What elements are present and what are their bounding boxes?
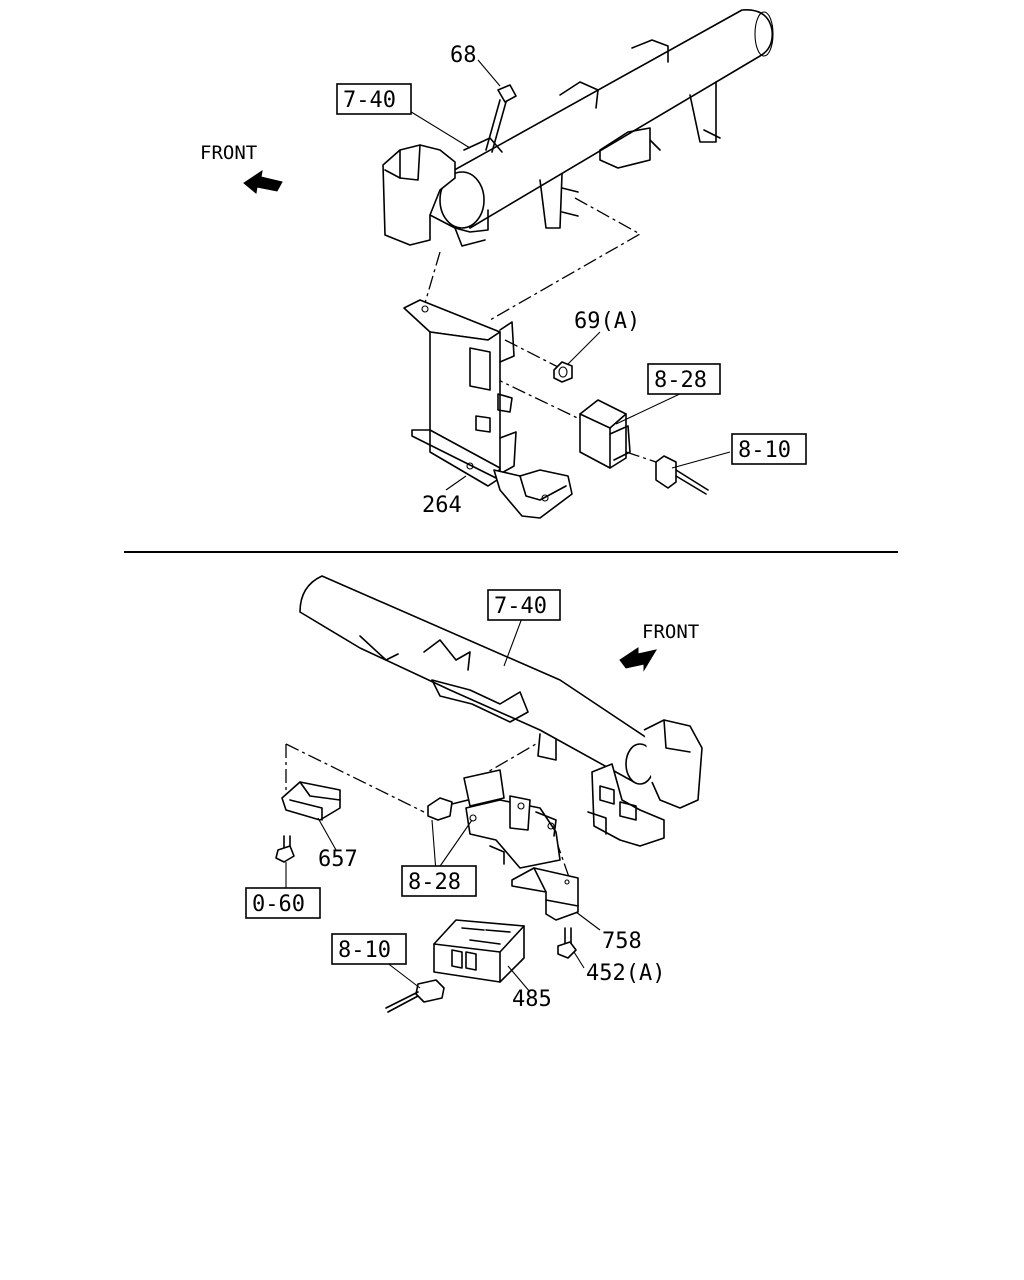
cross-member-tube-bottom xyxy=(299,575,655,785)
callout-7-40-bottom: 7-40 xyxy=(494,594,547,619)
callout-box-8-10-bottom xyxy=(331,933,407,965)
callout-7-40-top: 7-40 xyxy=(343,88,396,113)
relay-485 xyxy=(433,919,525,983)
callout-box-8-28-top xyxy=(647,363,721,395)
front-arrow-icon-top xyxy=(243,169,283,194)
front-label-top: FRONT xyxy=(200,142,257,164)
bolt-68 xyxy=(485,84,517,153)
callout-264: 264 xyxy=(422,493,462,518)
bracket-264 xyxy=(403,299,573,519)
nut-69a xyxy=(553,361,573,383)
bolt-0-60 xyxy=(275,835,295,863)
front-arrow-icon-bottom xyxy=(619,647,658,672)
front-label-bottom: FRONT xyxy=(642,621,699,643)
callout-box-0-60 xyxy=(245,887,321,919)
cross-member-tube-top xyxy=(439,9,774,229)
callout-8-28-bottom: 8-28 xyxy=(408,870,461,895)
relay-8-28-top xyxy=(579,399,631,469)
bracket-758 xyxy=(511,867,579,921)
callout-box-7-40-bottom xyxy=(487,589,561,621)
bottom-view: FRONT xyxy=(245,575,703,1013)
callout-758: 758 xyxy=(602,929,642,954)
callout-8-10-bottom: 8-10 xyxy=(338,938,391,963)
relay-bracket-assembly xyxy=(427,769,561,869)
callout-657: 657 xyxy=(318,847,358,872)
end-bracket-block-bottom xyxy=(587,719,703,847)
callout-485: 485 xyxy=(512,987,552,1012)
callout-452a: 452(A) xyxy=(586,961,665,986)
bracket-657 xyxy=(281,781,341,821)
callout-box-8-10-top xyxy=(731,433,807,465)
callout-8-10-top: 8-10 xyxy=(738,438,791,463)
callout-box-7-40-top xyxy=(336,83,412,115)
connector-8-10-bottom xyxy=(385,979,445,1013)
top-view: FRONT xyxy=(200,9,807,519)
callout-68: 68 xyxy=(450,43,477,68)
connector-8-10-top xyxy=(655,455,709,495)
callout-8-28-top: 8-28 xyxy=(654,368,707,393)
callout-0-60: 0-60 xyxy=(252,892,305,917)
callout-69a: 69(A) xyxy=(574,309,640,334)
bolt-452a xyxy=(557,927,577,959)
callout-box-8-28-bottom xyxy=(401,865,477,897)
